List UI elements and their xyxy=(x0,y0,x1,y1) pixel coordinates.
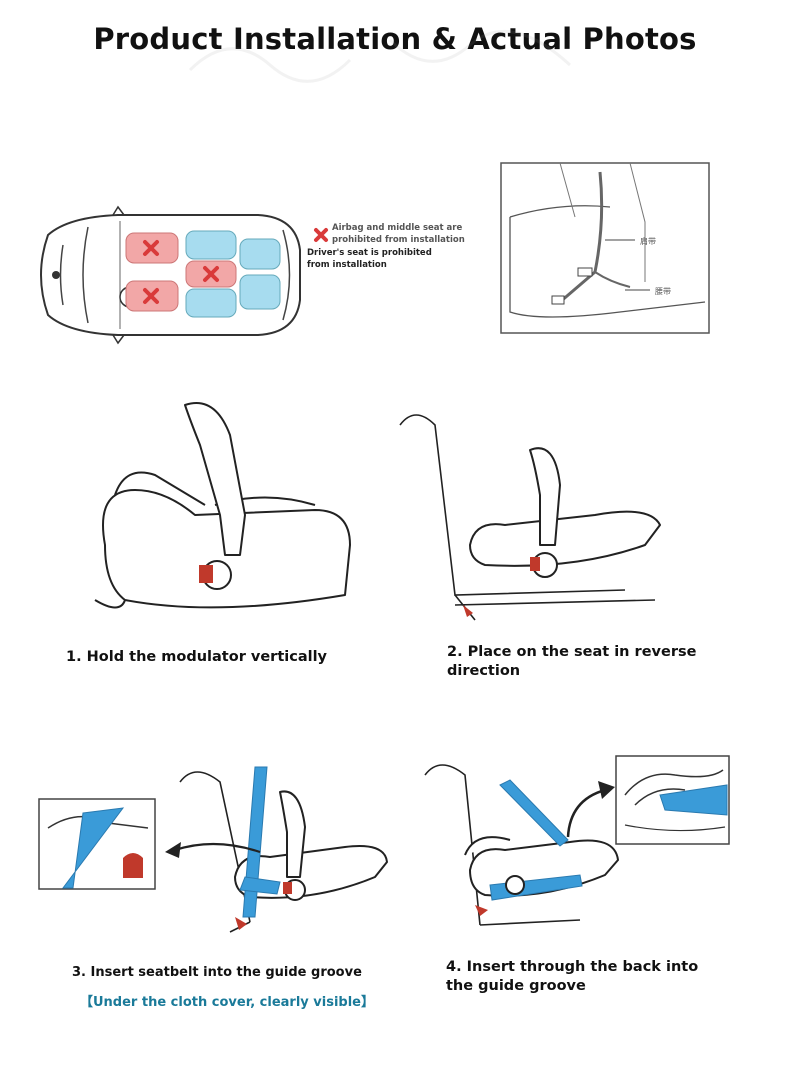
driver-note-line1: Driver's seat is prohibited xyxy=(307,248,432,258)
driver-note: Driver's seat is prohibited from install… xyxy=(307,247,432,271)
airbag-note-line2: prohibited from installation xyxy=(332,235,465,245)
cross-legend-icon xyxy=(314,228,328,242)
guide-groove-marker xyxy=(530,557,540,571)
airbag-note-line1: Airbag and middle seat are xyxy=(332,223,463,233)
car-top-view-diagram xyxy=(40,205,301,345)
seat-second-row-left xyxy=(185,230,237,260)
step4-arrow xyxy=(566,781,615,838)
seat-third-row-left xyxy=(239,238,281,270)
seatbelt-diagram: 肩带 腰带 xyxy=(500,162,710,334)
airbag-note: Airbag and middle seat are prohibited fr… xyxy=(332,222,465,246)
step4-caption: 4. Insert through the back into the guid… xyxy=(446,958,698,996)
step4-caption-line2: the guide groove xyxy=(446,978,586,994)
step1-illustration xyxy=(94,402,351,609)
seat-third-row-right xyxy=(239,274,281,310)
step4-illustration xyxy=(424,764,619,926)
step3-note: 【Under the cloth cover, clearly visible】 xyxy=(80,995,374,1010)
step2-caption-line1: 2. Place on the seat in reverse xyxy=(447,644,697,660)
cross-mark-middle-seat xyxy=(203,266,219,282)
page-title: Product Installation & Actual Photos xyxy=(93,22,697,56)
step2-caption: 2. Place on the seat in reverse directio… xyxy=(447,643,696,681)
step2-illustration xyxy=(399,414,661,621)
driver-note-line2: from installation xyxy=(307,260,387,270)
cross-mark-front-passenger xyxy=(143,240,159,256)
step4-inset xyxy=(615,755,730,845)
seat-second-row-right xyxy=(185,288,237,318)
step4-caption-line1: 4. Insert through the back into xyxy=(446,959,699,975)
step3-inset xyxy=(38,798,156,890)
guide-groove-marker xyxy=(199,565,213,583)
step2-caption-line2: direction xyxy=(447,663,521,679)
cross-mark-driver xyxy=(143,288,159,304)
step1-caption: 1. Hold the modulator vertically xyxy=(66,649,328,665)
lap-belt-label: 腰带 xyxy=(655,287,671,296)
arrow-to-inset xyxy=(174,842,261,854)
step3-illustration xyxy=(165,766,388,933)
background-watermark xyxy=(188,29,572,83)
step3-caption: 3. Insert seatbelt into the guide groove xyxy=(72,965,362,980)
shoulder-belt-label: 肩带 xyxy=(640,236,656,246)
